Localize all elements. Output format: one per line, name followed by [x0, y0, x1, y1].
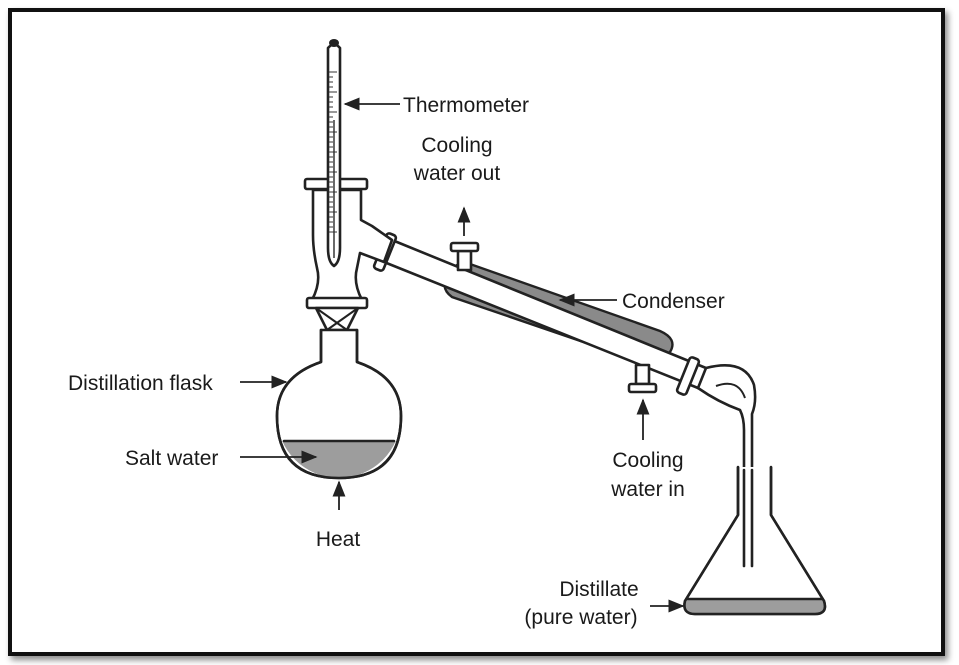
joint-collar [305, 296, 369, 310]
label-distillation-flask: Distillation flask [68, 372, 213, 395]
label-cooling-water-out-line1: Cooling [421, 134, 492, 157]
water-out-nozzle [456, 249, 473, 272]
label-thermometer: Thermometer [403, 94, 529, 117]
water-in-nozzle-rim [627, 382, 658, 394]
label-heat: Heat [316, 528, 361, 551]
label-distillate-line2: (pure water) [524, 606, 637, 629]
label-salt-water: Salt water [125, 447, 218, 470]
still-head [303, 177, 394, 332]
label-distillate-line1: Distillate [559, 578, 638, 601]
distillate-liquid [684, 599, 825, 614]
thermometer-top [329, 39, 339, 47]
thermometer [326, 39, 342, 268]
condenser [372, 232, 708, 396]
conical-flask-glass [683, 467, 827, 616]
label-cooling-water-out-line2: water out [413, 162, 501, 185]
still-head-body [310, 188, 394, 302]
conical-flask [683, 465, 827, 616]
label-arrows [240, 97, 685, 613]
water-in-nozzle [634, 363, 651, 386]
labels: Thermometer Cooling water out Condenser … [68, 94, 725, 629]
label-cooling-water-in-line1: Cooling [612, 449, 683, 472]
label-cooling-water-in-line2: water in [610, 478, 685, 501]
distillation-flask [275, 328, 403, 480]
water-out-nozzle-rim [449, 241, 480, 253]
delivery-tube [696, 364, 757, 568]
condenser-inner-tube [382, 238, 708, 390]
condenser-collar-bottom [675, 356, 701, 396]
label-condenser: Condenser [622, 290, 725, 313]
